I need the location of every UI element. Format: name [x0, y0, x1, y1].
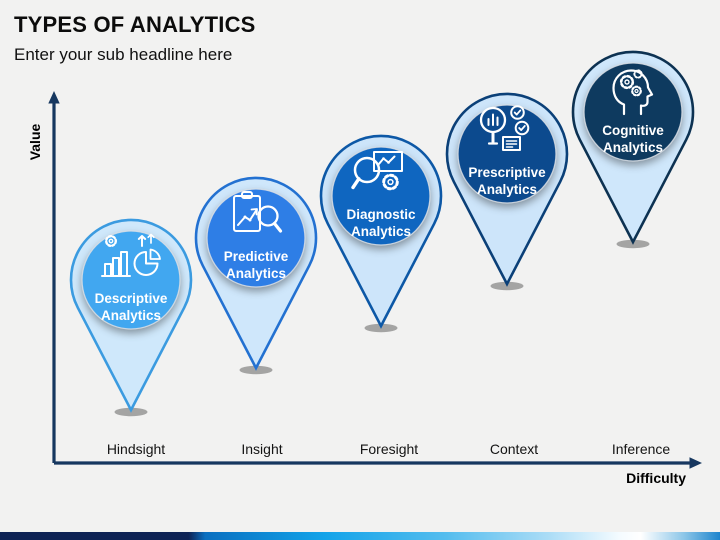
pin-title-line1: Predictive — [224, 249, 289, 264]
slide-header: TYPES OF ANALYTICS Enter your sub headli… — [14, 12, 256, 65]
pin-cognitive-analytics: Cognitive Analytics — [571, 50, 695, 249]
pin-predictive-analytics: Predictive Analytics — [194, 176, 318, 375]
clipboard-trend-magnifier-icon — [233, 191, 283, 233]
y-axis-label: Value — [27, 123, 43, 161]
pin-title-line1: Prescriptive — [468, 165, 546, 180]
pin-title-line1: Cognitive — [602, 123, 664, 138]
pin-circle — [81, 230, 181, 330]
pin-title-line2: Analytics — [603, 140, 663, 155]
pin-title-line1: Descriptive — [95, 291, 168, 306]
category-label-insight: Insight — [241, 441, 283, 457]
x-axis-arrowhead — [689, 457, 702, 469]
category-label-hindsight: Hindsight — [106, 441, 166, 457]
pin-title-line2: Analytics — [351, 224, 411, 239]
pin-descriptive-analytics: Descriptive Analytics — [69, 218, 193, 417]
category-label-inference: Inference — [611, 441, 671, 457]
pin-title-line2: Analytics — [477, 182, 537, 197]
slide-title: TYPES OF ANALYTICS — [14, 12, 256, 37]
pin-title-line2: Analytics — [226, 266, 286, 281]
footer-gradient-bar — [0, 532, 720, 540]
head-gears-icon — [612, 69, 654, 116]
pin-diagnostic-analytics: Diagnostic Analytics — [319, 134, 443, 333]
pin-title-line2: Analytics — [101, 308, 161, 323]
category-label-context: Context — [489, 441, 539, 457]
magnifier-checklist-document-icon — [479, 105, 530, 151]
category-label-foresight: Foresight — [359, 441, 419, 457]
slide-subtitle: Enter your sub headline here — [14, 45, 233, 64]
x-axis-label: Difficulty — [626, 470, 686, 486]
pin-title-line1: Diagnostic — [346, 207, 416, 222]
pin-circle — [331, 146, 431, 246]
bar-chart-pie-gear-icon — [101, 233, 161, 277]
pin-circle — [583, 62, 683, 162]
pin-circle — [206, 188, 306, 288]
pin-prescriptive-analytics: Prescriptive Analytics — [445, 92, 569, 291]
pin-circle — [457, 104, 557, 204]
magnifier-chart-gear-icon — [351, 151, 403, 191]
y-axis-arrowhead — [48, 91, 60, 104]
